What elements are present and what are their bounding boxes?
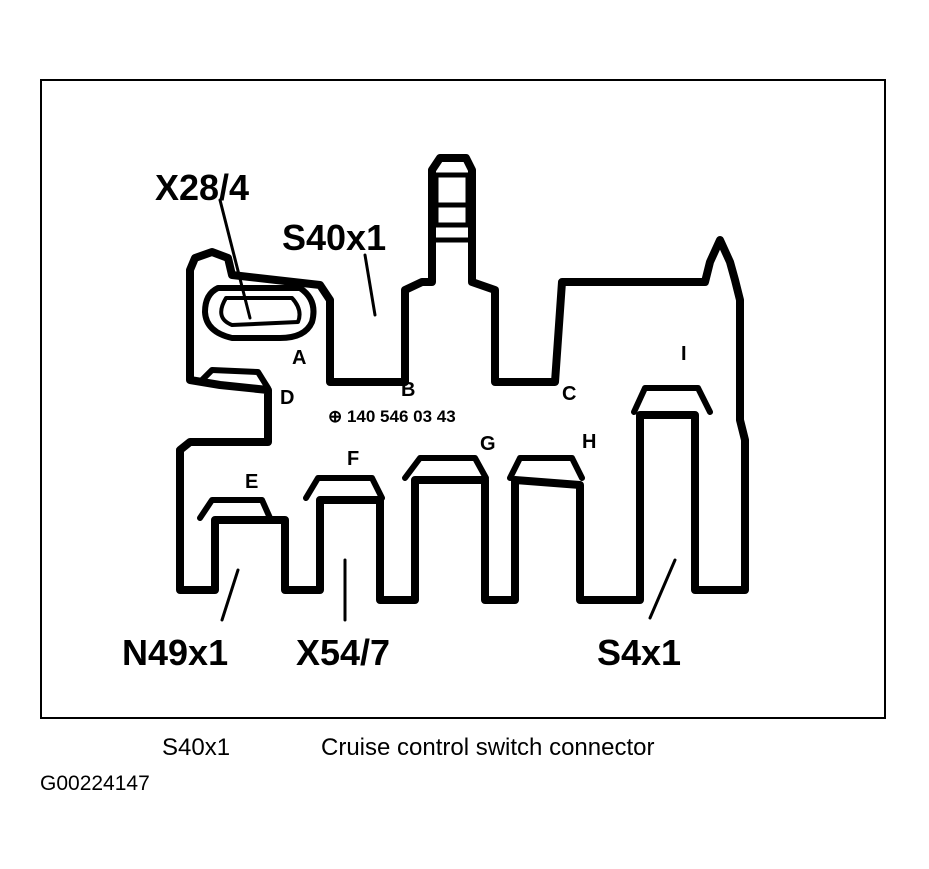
socket-x28-4-inner: [219, 296, 302, 327]
part-number: ⊕ 140 546 03 43: [328, 407, 456, 426]
callout-s40x1: S40x1: [282, 217, 386, 258]
pin-label-e: E: [245, 471, 258, 493]
pin-label-d: D: [280, 387, 294, 409]
figure-id: G00224147: [40, 772, 150, 795]
pin-label-g: G: [480, 433, 496, 455]
pin-label-a: A: [292, 347, 306, 369]
leader-s40x1: [363, 253, 377, 317]
caption-code: S40x1: [162, 734, 231, 761]
terminal-i: [631, 385, 713, 415]
terminal-g: [402, 455, 489, 481]
callout-x54-7: X54/7: [296, 632, 390, 673]
caption-description: Cruise control switch connector: [321, 734, 655, 761]
pin-label-c: C: [562, 383, 576, 405]
terminal-d: [197, 367, 271, 391]
latch-outline: [433, 172, 471, 228]
terminal-h: [507, 455, 585, 481]
pin-label-b: B: [401, 379, 415, 401]
callout-s4x1: S4x1: [597, 632, 681, 673]
leader-s4x1: [648, 558, 677, 620]
pin-label-f: F: [347, 448, 359, 470]
terminal-f: [303, 475, 385, 501]
diagram-frame: [40, 79, 886, 719]
pin-label-i: I: [681, 343, 687, 365]
leader-n49x1: [220, 568, 240, 622]
pin-label-h: H: [582, 431, 596, 453]
leader-x28-4: [218, 198, 252, 320]
terminal-e: [197, 497, 273, 521]
latch-bar: [433, 202, 471, 243]
callout-x28-4: X28/4: [155, 167, 249, 208]
connector-body-outline: [176, 154, 749, 604]
callout-n49x1: N49x1: [122, 632, 228, 673]
socket-x28-4-outline: [202, 285, 317, 341]
